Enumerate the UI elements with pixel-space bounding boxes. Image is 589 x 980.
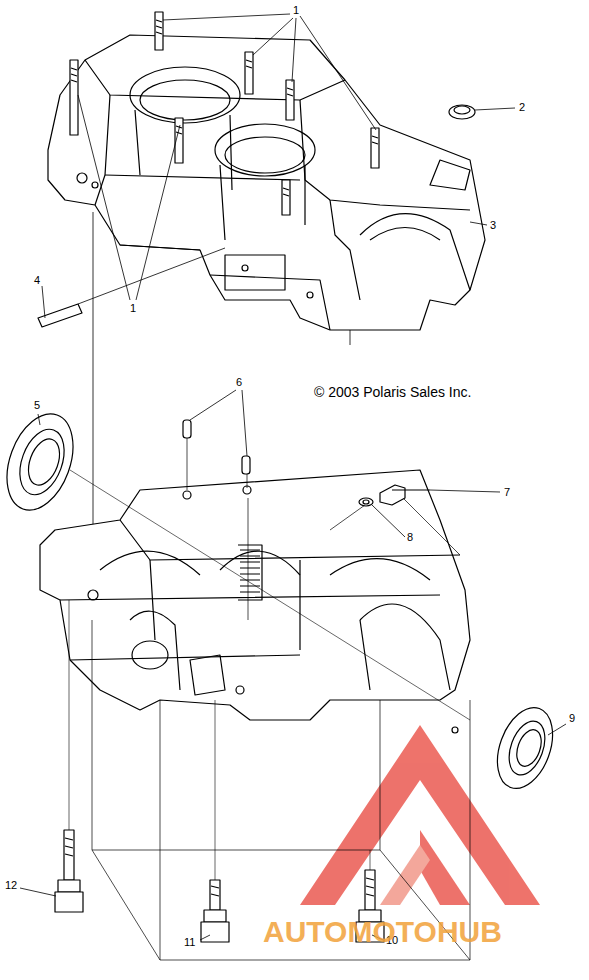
copyright-note: © 2003 Polaris Sales Inc. bbox=[313, 384, 472, 400]
stud bbox=[70, 12, 379, 215]
callout-number: 8 bbox=[406, 531, 414, 543]
callout-number: 7 bbox=[503, 486, 511, 498]
projection-lines bbox=[92, 438, 470, 960]
callout-number: 2 bbox=[518, 101, 526, 113]
leader-line bbox=[20, 14, 566, 940]
callout-number: 5 bbox=[33, 399, 41, 411]
callout-number: 6 bbox=[235, 376, 243, 388]
lower-crankcase bbox=[40, 470, 470, 733]
callout-number: 12 bbox=[4, 879, 18, 891]
callout-number: 1 bbox=[129, 302, 137, 314]
upper-crankcase bbox=[48, 12, 485, 330]
dowel-pin bbox=[38, 248, 225, 327]
callout-number: 4 bbox=[33, 274, 41, 286]
callout-number: 11 bbox=[183, 936, 196, 948]
callout-number: 9 bbox=[568, 712, 576, 724]
watermark: AUTOMOTOHUB bbox=[262, 916, 503, 948]
callout-number: 3 bbox=[489, 219, 497, 231]
oil-seal bbox=[0, 405, 563, 796]
bolt-washer bbox=[359, 485, 430, 506]
callout-number: 1 bbox=[292, 4, 300, 16]
